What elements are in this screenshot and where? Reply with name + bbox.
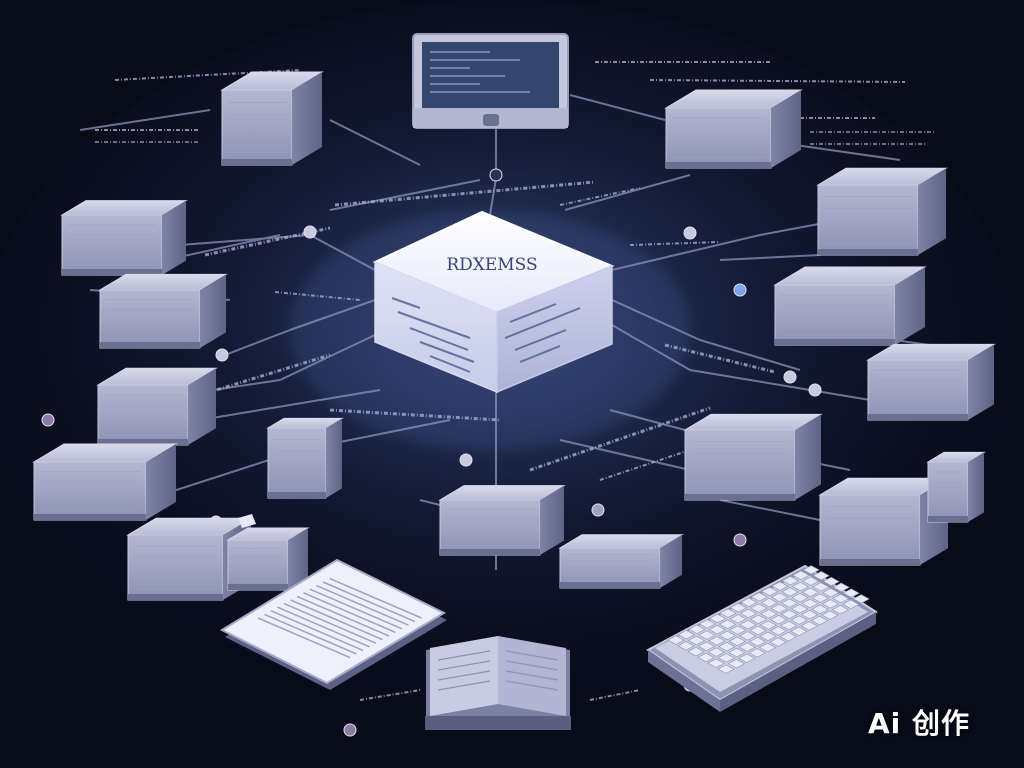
connector-node-icon [808, 383, 822, 397]
decorative-strokes [95, 61, 935, 701]
decorative-stroke [629, 241, 721, 246]
server-box-icon [683, 413, 823, 501]
chat-icon [238, 514, 256, 528]
connection-line [289, 299, 376, 331]
server-box-icon [558, 534, 684, 589]
connection-line [611, 299, 701, 341]
monitor-icon [412, 33, 569, 129]
server-boxes [32, 71, 996, 601]
connection-line [719, 499, 821, 521]
watermark-logo: Ai 创作 [868, 707, 971, 740]
connection-line [489, 177, 497, 216]
connection-line [179, 234, 311, 246]
server-box-icon [773, 266, 927, 346]
connection-line [689, 369, 871, 401]
decorative-stroke [204, 226, 331, 257]
open-book-icon [425, 636, 571, 730]
connector-node-icon [783, 370, 797, 384]
connector-node-icon [733, 283, 747, 297]
central-cube-label: RDXEMSS [446, 255, 537, 275]
connection-line [699, 339, 801, 371]
connection-line [199, 389, 381, 421]
server-box-icon [220, 71, 324, 166]
connector-node-icon [489, 168, 503, 182]
connection-line [564, 174, 691, 211]
decorative-stroke [589, 689, 641, 701]
server-box-icon [438, 485, 566, 556]
server-box-icon [926, 451, 986, 523]
decorative-stroke [649, 79, 906, 83]
server-box-icon [226, 527, 310, 591]
connector-node-icon [459, 453, 473, 467]
decorative-stroke [664, 343, 776, 374]
connector-node-icon [591, 503, 605, 517]
connector-node-icon [41, 413, 55, 427]
connection-line [309, 234, 376, 271]
server-box-icon [664, 89, 803, 169]
server-box-icon [96, 367, 218, 446]
connection-line [224, 329, 291, 356]
connection-line [559, 439, 691, 471]
keyboard-keys [667, 565, 870, 674]
document-icon [219, 558, 447, 690]
connection-line [719, 254, 821, 261]
decorative-stroke [329, 408, 501, 422]
connection-line [279, 334, 376, 381]
server-box-icon [816, 167, 948, 256]
connection-line [329, 119, 421, 166]
connection-line [329, 179, 481, 211]
connection-line [611, 234, 761, 271]
connection-line [79, 109, 211, 131]
server-box-icon [266, 417, 344, 499]
central-cube: RDXEMSS [372, 210, 615, 394]
connection-line [569, 94, 666, 121]
connector-node-icon [343, 723, 357, 737]
decorative-stroke [359, 689, 421, 701]
connector-node-icon [303, 225, 317, 239]
connector-node-icon [683, 226, 697, 240]
connection-line [611, 324, 691, 371]
keyboard-icon [646, 564, 878, 712]
server-box-icon [98, 273, 228, 349]
decorative-stroke [274, 291, 361, 301]
connector-node-icon [733, 533, 747, 547]
server-box-icon [32, 443, 178, 521]
connector-node-icon [215, 348, 229, 362]
server-box-icon [60, 200, 188, 276]
server-box-icon [866, 343, 996, 421]
decorative-stroke [334, 180, 596, 207]
